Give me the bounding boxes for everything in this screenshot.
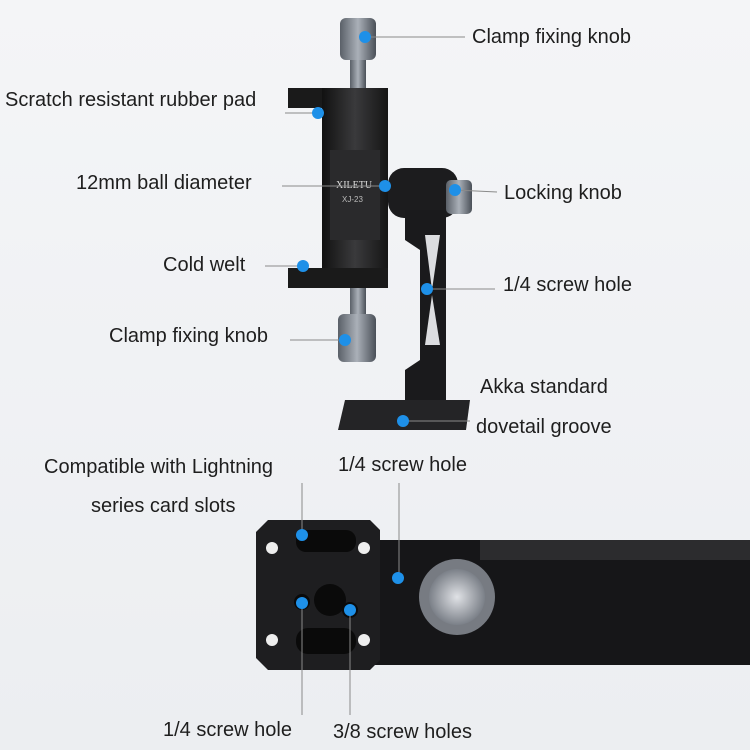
model-label: XJ-23 (342, 195, 363, 204)
marker-dot (339, 334, 351, 346)
label-locking-knob: Locking knob (504, 182, 622, 204)
label-screw-holes-38: 3/8 screw holes (333, 721, 472, 743)
label-clamp-knob-top: Clamp fixing knob (472, 26, 631, 48)
label-ball-diameter: 12mm ball diameter (76, 172, 252, 194)
label-lightning-line2: series card slots (91, 495, 236, 517)
label-akka-line1: Akka standard (480, 376, 608, 398)
marker-dot (297, 260, 309, 272)
label-lightning-line1: Compatible with Lightning (44, 456, 274, 478)
label-akka-line2: dovetail groove (476, 416, 612, 438)
label-rubber-pad: Scratch resistant rubber pad (5, 89, 257, 111)
label-screw-hole-bottom-left: 1/4 screw hole (163, 719, 292, 741)
marker-dot (344, 604, 356, 616)
leader-lines (265, 36, 498, 715)
marker-dot (392, 572, 404, 584)
marker-dot (312, 107, 324, 119)
marker-dot (449, 184, 461, 196)
marker-dot (421, 283, 433, 295)
marker-dot (296, 529, 308, 541)
ball-head-bracket (338, 168, 472, 430)
label-cold-welt: Cold welt (163, 254, 246, 276)
label-clamp-knob-bottom: Clamp fixing knob (109, 325, 268, 347)
label-screw-hole-bottom-top: 1/4 screw hole (338, 454, 467, 476)
marker-dot (397, 415, 409, 427)
bottom-view-plate (256, 520, 750, 670)
marker-dot (296, 597, 308, 609)
marker-dot (379, 180, 391, 192)
top-clamp-knob (340, 18, 376, 90)
marker-dots (296, 31, 461, 616)
phone-clamp: XILETU XJ-23 (288, 88, 388, 288)
marker-dot (359, 31, 371, 43)
bottom-clamp-knob (338, 288, 376, 362)
label-screw-hole-side: 1/4 screw hole (503, 274, 632, 296)
